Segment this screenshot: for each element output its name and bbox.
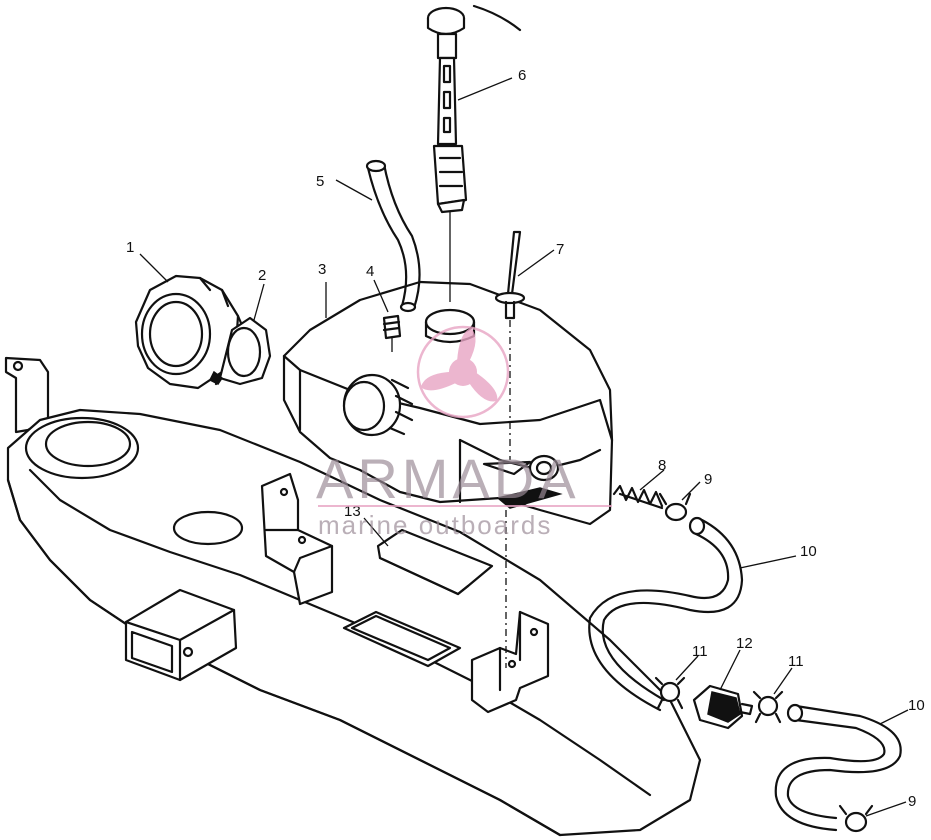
part-12-check-valve bbox=[692, 684, 754, 730]
part-7-sensor-rod bbox=[494, 230, 526, 668]
callout-9-b: 9 bbox=[908, 793, 916, 810]
watermark-brand: ARMADA bbox=[316, 447, 580, 510]
part-2-gasket bbox=[208, 316, 272, 386]
part-11-clamp-left bbox=[654, 676, 686, 710]
part-9-clamp-lower bbox=[838, 804, 874, 833]
callout-6: 6 bbox=[518, 67, 526, 84]
callout-10: 10 bbox=[800, 543, 817, 560]
frame-chassis bbox=[4, 356, 702, 837]
callout-2: 2 bbox=[258, 267, 266, 284]
callout-5: 5 bbox=[316, 173, 324, 190]
part-4-fitting bbox=[382, 314, 402, 352]
callout-4: 4 bbox=[366, 263, 374, 280]
part-13-pad bbox=[376, 528, 494, 596]
propeller-icon bbox=[416, 325, 510, 419]
callout-1: 1 bbox=[126, 239, 134, 256]
part-10-oil-hose-lower bbox=[774, 703, 902, 832]
watermark: ARMADA marine outboards bbox=[316, 325, 612, 540]
part-10-oil-hose-upper bbox=[588, 516, 744, 712]
part-9-clamp-upper bbox=[658, 492, 692, 522]
callout-13: 13 bbox=[344, 503, 361, 520]
callout-11: 11 bbox=[692, 643, 708, 660]
callout-11-b: 11 bbox=[788, 653, 804, 670]
watermark-tagline: marine outboards bbox=[318, 510, 552, 540]
part-5-vent-hose bbox=[365, 159, 421, 313]
callout-8: 8 bbox=[658, 457, 666, 474]
callout-numbers: 1 2 3 4 5 6 7 8 9 10 11 12 11 10 9 13 bbox=[126, 67, 925, 810]
callout-3: 3 bbox=[318, 261, 326, 278]
part-11-clamp-right bbox=[752, 690, 784, 724]
callout-9: 9 bbox=[704, 471, 712, 488]
callout-10-b: 10 bbox=[908, 697, 925, 714]
callout-12: 12 bbox=[736, 635, 753, 652]
leader-lines bbox=[139, 77, 909, 817]
part-6-dipstick-filter bbox=[426, 4, 522, 302]
callout-7: 7 bbox=[556, 241, 564, 258]
part-8-spring bbox=[612, 484, 664, 510]
